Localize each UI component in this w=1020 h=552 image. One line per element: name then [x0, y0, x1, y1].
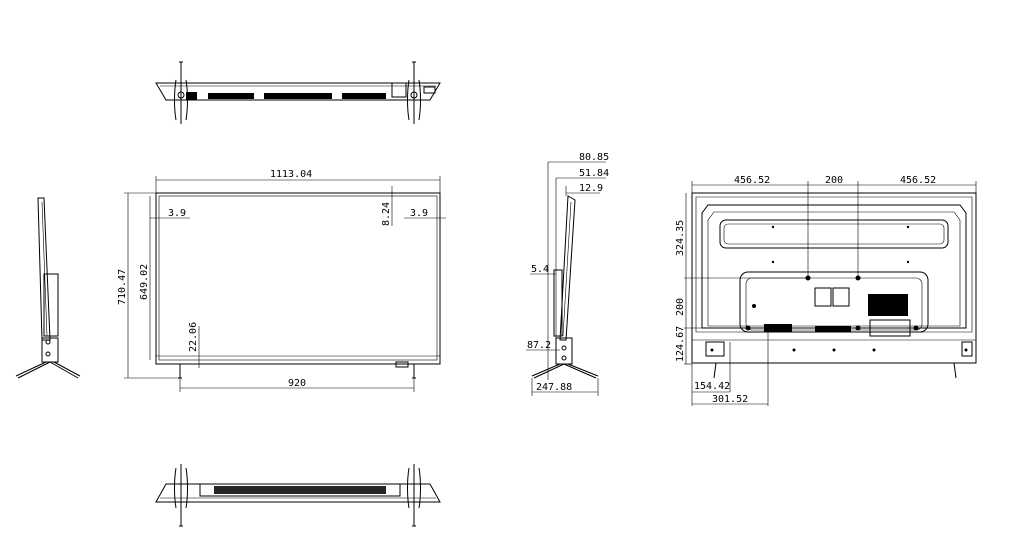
dim-bezel-right: 3.9 [410, 208, 428, 219]
dim-back-bottom: 124.67 [675, 326, 686, 362]
dim-vesa-horizontal: 200 [825, 175, 843, 186]
dim-front-width: 1113.04 [270, 169, 312, 180]
dim-screen-height: 649.02 [139, 264, 150, 300]
dim-side-offset: 5.4 [531, 264, 549, 275]
front-view: 1113.04 710.47 649.02 3.9 8.24 3.9 22.06… [117, 169, 446, 392]
dim-stand-depth: 247.88 [536, 382, 572, 393]
dim-bezel-top: 8.24 [381, 202, 392, 226]
bottom-view [155, 464, 441, 527]
dim-back-port-1: 154.42 [694, 381, 730, 392]
dim-depth-overall: 80.85 [579, 152, 609, 163]
left-side-view [15, 197, 81, 379]
top-view [155, 61, 441, 124]
dim-stand-height: 87.2 [527, 340, 551, 351]
dim-depth-thin: 12.9 [579, 183, 603, 194]
dim-back-right: 456.52 [900, 175, 936, 186]
dim-back-top: 324.35 [675, 220, 686, 256]
right-side-view: 80.85 51.84 12.9 5.4 87.2 247.88 [526, 152, 609, 396]
dim-depth-mid: 51.84 [579, 168, 609, 179]
dim-bezel-bottom: 22.06 [188, 322, 199, 352]
dim-stand-span: 920 [288, 378, 306, 389]
dim-vesa-vertical: 200 [675, 298, 686, 316]
dim-back-left: 456.52 [734, 175, 770, 186]
dim-bezel-left: 3.9 [168, 208, 186, 219]
dim-back-port-2: 301.52 [712, 394, 748, 405]
back-view: 456.52 200 456.52 324.35 200 124.67 154.… [675, 175, 977, 406]
dim-front-height: 710.47 [117, 269, 128, 305]
